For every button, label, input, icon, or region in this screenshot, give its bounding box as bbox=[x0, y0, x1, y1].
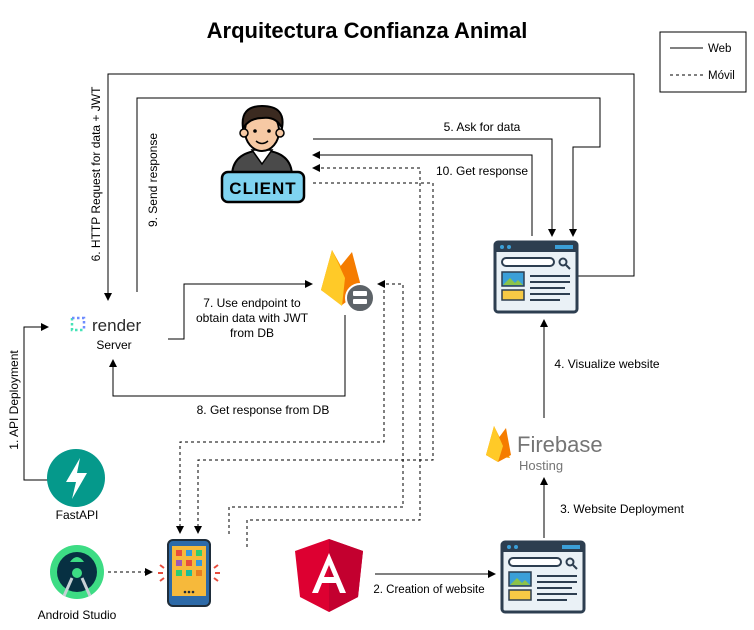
fastapi-icon: FastAPI bbox=[47, 449, 105, 522]
phone-icon bbox=[158, 539, 220, 607]
web-edges bbox=[23, 73, 635, 578]
label-http-request: 6. HTTP Request for data + JWT bbox=[89, 86, 103, 262]
edge-api-deployment bbox=[23, 323, 49, 481]
legend: Web Móvil bbox=[659, 31, 747, 93]
edge-send-response bbox=[136, 97, 601, 292]
android-studio-icon: Android Studio bbox=[38, 545, 117, 622]
label-visualize-website: 4. Visualize website bbox=[554, 357, 659, 371]
label-website-deployment: 3. Website Deployment bbox=[560, 502, 685, 516]
firebase-hosting-logo: Firebase Hosting bbox=[486, 426, 603, 473]
firebase-hosting-name: Firebase bbox=[517, 432, 603, 457]
edge-get-response-db bbox=[109, 315, 346, 397]
label-use-endpoint-3: from DB bbox=[230, 326, 274, 340]
edge-ask-for-data bbox=[313, 138, 556, 237]
label-creation-website: 2. Creation of website bbox=[373, 584, 484, 596]
fastapi-label: FastAPI bbox=[56, 508, 99, 522]
mobile-edges bbox=[108, 164, 434, 576]
label-get-response: 10. Get response bbox=[436, 164, 528, 178]
edge-phone-to-firebase bbox=[228, 280, 404, 534]
edge-use-endpoint bbox=[168, 280, 313, 340]
edge-phone-to-client bbox=[246, 164, 421, 547]
angular-icon bbox=[295, 539, 363, 612]
diagram-title: Arquitectura Confianza Animal bbox=[207, 18, 528, 43]
label-api-deployment: 1. API Deployment bbox=[7, 350, 21, 450]
browser-window-top-icon bbox=[493, 240, 579, 314]
render-logo: render Server bbox=[70, 316, 141, 352]
client-label: CLIENT bbox=[229, 179, 296, 198]
db-server-icon bbox=[353, 291, 367, 296]
label-use-endpoint-1: 7. Use endpoint to bbox=[203, 296, 301, 310]
render-server-label: Server bbox=[96, 338, 131, 352]
client-icon: CLIENT bbox=[220, 104, 306, 204]
edge-get-response bbox=[312, 151, 533, 236]
firebase-hosting-sub: Hosting bbox=[519, 458, 563, 473]
label-get-response-db: 8. Get response from DB bbox=[197, 403, 330, 417]
edge-labels: 1. API Deployment 2. Creation of website… bbox=[7, 86, 685, 596]
label-ask-for-data: 5. Ask for data bbox=[444, 120, 521, 134]
firebase-db-icon bbox=[321, 250, 375, 313]
edge-client-to-phone bbox=[194, 182, 434, 534]
legend-mobile-label: Móvil bbox=[708, 70, 735, 82]
legend-web-label: Web bbox=[708, 43, 731, 55]
edge-http-request bbox=[104, 73, 635, 301]
browser-window-bottom-icon bbox=[500, 540, 586, 614]
android-studio-label: Android Studio bbox=[38, 608, 117, 622]
label-use-endpoint-2: obtain data with JWT bbox=[196, 311, 309, 325]
label-send-response: 9. Send response bbox=[146, 133, 160, 227]
edge-firebase-to-phone bbox=[176, 284, 385, 534]
render-logo-text: render bbox=[92, 316, 141, 335]
